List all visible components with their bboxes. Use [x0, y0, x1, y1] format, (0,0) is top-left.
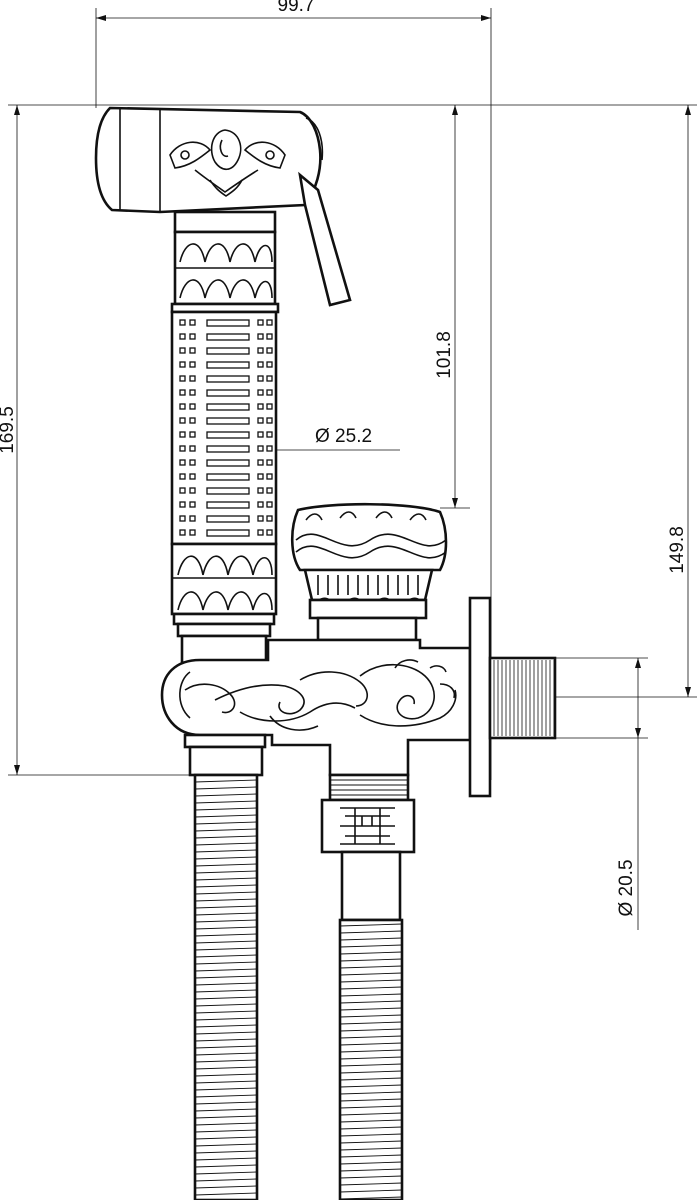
- threaded-connector: [488, 656, 557, 740]
- dimension-thread-diameter: Ø 20.5: [555, 657, 648, 930]
- overall-height-label: 169.5: [0, 406, 18, 454]
- sprayer-handle: [170, 210, 280, 668]
- dimension-overall-height: 169.5: [0, 104, 697, 776]
- lower-ornament-ring: [170, 542, 278, 616]
- trigger-lever: [298, 171, 352, 307]
- handle-diameter-label: Ø 25.2: [315, 426, 372, 447]
- grip-slots: [179, 319, 273, 537]
- valve-knob: [290, 502, 448, 642]
- supply-hose: [320, 773, 416, 1200]
- head-ornament: [169, 129, 286, 197]
- overall-width-label: 99.7: [278, 0, 315, 16]
- thread-lines: [493, 660, 555, 736]
- dimension-valve-height: 101.8: [434, 105, 470, 509]
- thread-diameter-label: Ø 20.5: [616, 859, 637, 916]
- sprayer-head: [94, 106, 352, 307]
- valve-body: [160, 596, 557, 798]
- handle-grip: [170, 310, 278, 546]
- valve-ornament: [184, 659, 457, 731]
- dimension-wall-height: 149.8: [555, 105, 697, 698]
- sprayer-hose: [183, 733, 267, 1200]
- wall-flange: [468, 596, 492, 798]
- wall-height-label: 149.8: [667, 526, 688, 574]
- valve-height-label: 101.8: [434, 331, 455, 379]
